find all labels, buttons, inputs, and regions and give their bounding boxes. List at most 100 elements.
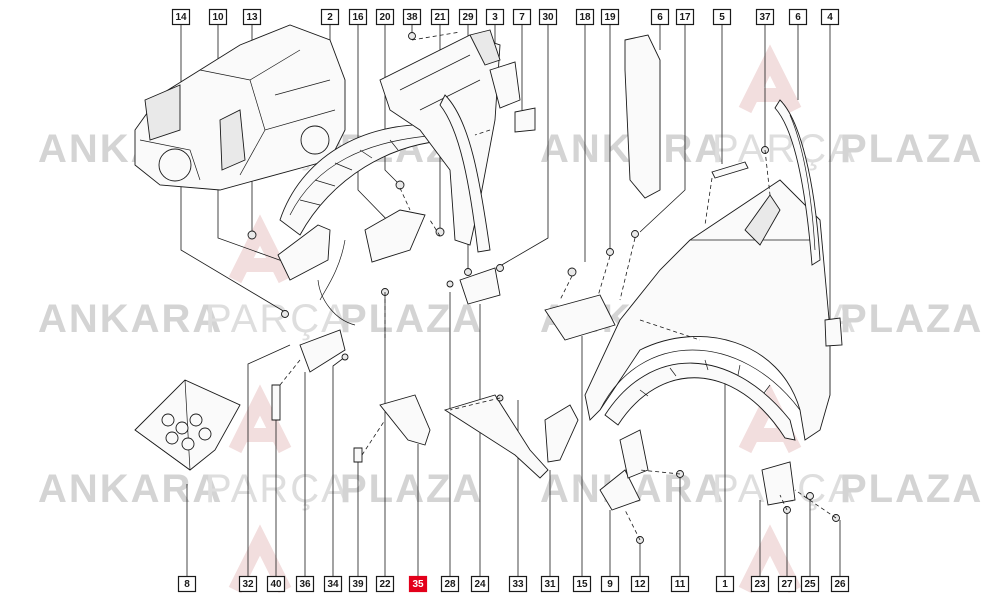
callout-4: 4 bbox=[820, 8, 840, 26]
callout-number: 40 bbox=[270, 579, 282, 590]
callout-number: 26 bbox=[834, 579, 846, 590]
callout-number: 5 bbox=[719, 12, 725, 23]
callout-number: 14 bbox=[175, 12, 187, 23]
callout-13: 13 bbox=[242, 8, 262, 26]
callout-number: 20 bbox=[379, 12, 391, 23]
callout-14: 14 bbox=[171, 8, 191, 26]
callout-37: 37 bbox=[755, 8, 775, 26]
front-fender bbox=[584, 179, 831, 441]
callout-10: 10 bbox=[208, 8, 228, 26]
watermark-word-plaza: PLAZA bbox=[340, 297, 483, 341]
callout-number: 6 bbox=[795, 12, 801, 23]
inner-panel-assembly bbox=[379, 29, 536, 253]
callout-8: 8 bbox=[177, 575, 197, 593]
callout-number: 8 bbox=[184, 579, 190, 590]
callout-18: 18 bbox=[575, 8, 595, 26]
callout-number: 1 bbox=[722, 579, 728, 590]
callout-number: 37 bbox=[759, 12, 771, 23]
watermark-row-3: ANKARA PARÇA PLAZA ANKARA PARÇA PLAZA bbox=[38, 467, 983, 511]
callout-number: 19 bbox=[604, 12, 616, 23]
callout-11: 11 bbox=[670, 575, 690, 593]
callout-36: 36 bbox=[295, 575, 315, 593]
parts-illustration bbox=[134, 24, 843, 544]
callout-number: 16 bbox=[352, 12, 364, 23]
watermark-word-plaza: PLAZA bbox=[340, 467, 483, 511]
watermark-word-ankara: ANKARA bbox=[38, 467, 223, 511]
callout-22: 22 bbox=[375, 575, 395, 593]
support-bracket-right bbox=[544, 294, 843, 511]
watermark-word-ankara: ANKARA bbox=[38, 297, 223, 341]
callout-number: 39 bbox=[352, 579, 364, 590]
callout-40: 40 bbox=[266, 575, 286, 593]
callout-number: 32 bbox=[242, 579, 254, 590]
callout-3: 3 bbox=[485, 8, 505, 26]
callout-17: 17 bbox=[675, 8, 695, 26]
callout-number: 7 bbox=[519, 12, 525, 23]
callout-15: 15 bbox=[572, 575, 592, 593]
callout-6: 6 bbox=[650, 8, 670, 26]
watermark-word-parca: PARÇA bbox=[205, 297, 350, 341]
callout-number: 2 bbox=[327, 12, 333, 23]
watermark-word-plaza: PLAZA bbox=[840, 467, 983, 511]
callout-number: 28 bbox=[444, 579, 456, 590]
callout-number: 9 bbox=[607, 579, 613, 590]
callout-20: 20 bbox=[375, 8, 395, 26]
callout-number: 31 bbox=[544, 579, 556, 590]
callout-number: 36 bbox=[299, 579, 311, 590]
callout-number: 22 bbox=[379, 579, 391, 590]
callout-16: 16 bbox=[348, 8, 368, 26]
callout-number: 17 bbox=[679, 12, 691, 23]
callout-5: 5 bbox=[712, 8, 732, 26]
callout-34: 34 bbox=[323, 575, 343, 593]
watermark-word-plaza: PLAZA bbox=[840, 127, 983, 171]
callout-32: 32 bbox=[238, 575, 258, 593]
callout-2: 2 bbox=[320, 8, 340, 26]
callout-number: 3 bbox=[492, 12, 498, 23]
callout-38: 38 bbox=[402, 8, 422, 26]
mounting-bracket-left bbox=[277, 224, 356, 373]
watermark-word-plaza: PLAZA bbox=[840, 297, 983, 341]
car-illustration bbox=[134, 24, 346, 191]
fender-trim-panel bbox=[774, 99, 821, 266]
callout-27: 27 bbox=[777, 575, 797, 593]
callout-35: 35 bbox=[408, 575, 428, 593]
callout-number: 27 bbox=[781, 579, 793, 590]
callout-number: 13 bbox=[246, 12, 258, 23]
callout-number: 18 bbox=[579, 12, 591, 23]
callout-9: 9 bbox=[600, 575, 620, 593]
callout-number: 24 bbox=[474, 579, 486, 590]
callout-number: 15 bbox=[576, 579, 588, 590]
callout-33: 33 bbox=[508, 575, 528, 593]
callout-number: 30 bbox=[542, 12, 554, 23]
callout-12: 12 bbox=[630, 575, 650, 593]
clip-kit-box bbox=[134, 379, 241, 471]
callout-number: 33 bbox=[512, 579, 524, 590]
callout-1: 1 bbox=[715, 575, 735, 593]
callout-number: 35 bbox=[412, 579, 424, 590]
assembly-lines bbox=[279, 31, 837, 541]
support-bracket-lower bbox=[379, 394, 579, 479]
callout-number: 38 bbox=[406, 12, 418, 23]
mounting-bracket-center bbox=[364, 209, 501, 305]
callout-39: 39 bbox=[348, 575, 368, 593]
callout-number: 23 bbox=[754, 579, 766, 590]
callout-19: 19 bbox=[600, 8, 620, 26]
callout-7: 7 bbox=[512, 8, 532, 26]
callout-24: 24 bbox=[470, 575, 490, 593]
callout-number: 4 bbox=[827, 12, 833, 23]
watermark-word-parca: PARÇA bbox=[712, 127, 857, 171]
callout-26: 26 bbox=[830, 575, 850, 593]
callout-number: 6 bbox=[657, 12, 663, 23]
callout-number: 10 bbox=[212, 12, 224, 23]
callout-number: 11 bbox=[675, 579, 686, 590]
callout-6: 6 bbox=[788, 8, 808, 26]
callout-number: 34 bbox=[327, 579, 339, 590]
callout-number: 29 bbox=[462, 12, 474, 23]
callout-number: 12 bbox=[634, 579, 646, 590]
callout-23: 23 bbox=[750, 575, 770, 593]
callout-number: 25 bbox=[804, 579, 816, 590]
callout-29: 29 bbox=[458, 8, 478, 26]
